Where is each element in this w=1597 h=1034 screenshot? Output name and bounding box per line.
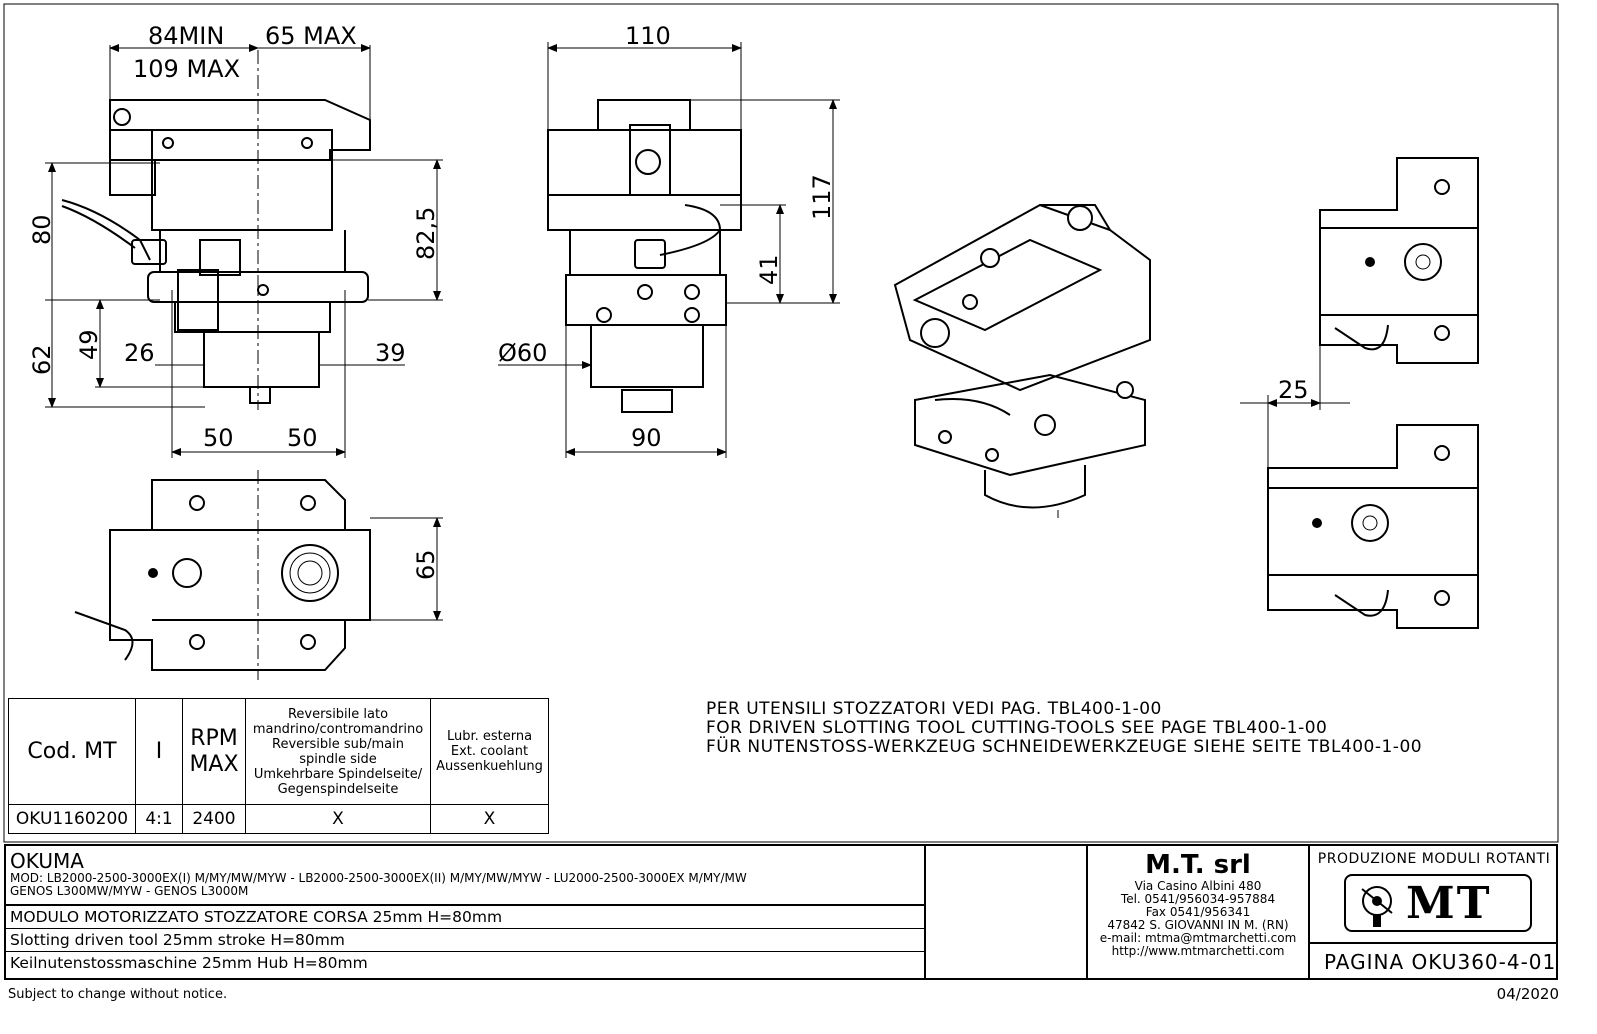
spec-table: Cod. MT I RPM MAX Reversibile lato mandr… (8, 698, 549, 834)
dim-39: 39 (375, 339, 406, 367)
dim-109max: 109 MAX (133, 55, 240, 83)
col-rpm-header: RPM MAX (182, 698, 246, 805)
disclaimer: Subject to change without notice. (8, 987, 228, 1002)
cell-code: OKU1160200 (8, 804, 136, 834)
dim-90: 90 (631, 424, 662, 452)
company-phone: Tel. 0541/956034-957884 (1120, 892, 1276, 906)
company-name: M.T. srl (1145, 850, 1251, 880)
reversible-line-6: Gegenspindelseite (277, 781, 399, 797)
page-number: PAGINA OKU360-4-01 (1324, 950, 1557, 974)
company-city: 47842 S. GIOVANNI IN M. (RN) (1107, 918, 1289, 932)
note-de: FÜR NUTENSTOSS-WERKZEUG SCHNEIDEWERKZEUG… (706, 737, 1423, 757)
dim-80: 80 (28, 214, 56, 245)
note-en: FOR DRIVEN SLOTTING TOOL CUTTING-TOOLS S… (706, 718, 1328, 738)
cell-reversible: X (245, 804, 431, 834)
dim-110: 110 (625, 22, 671, 50)
company-website: http://www.mtmarchetti.com (1111, 944, 1285, 958)
title-block-description: OKUMA MOD: LB2000-2500-3000EX(I) M/MY/MW… (6, 846, 926, 978)
company-email: e-mail: mtma@mtmarchetti.com (1099, 931, 1297, 945)
machine-brand: OKUMA (10, 849, 84, 873)
dim-49: 49 (75, 329, 103, 360)
detail-view-upper (1319, 157, 1479, 364)
cutting-tool-notes: PER UTENSILI STOZZATORI VEDI PAG. TBL400… (706, 700, 1422, 757)
detail-view-lower: 25 (1240, 345, 1479, 629)
cell-ratio: 4:1 (135, 804, 183, 834)
company-info: M.T. srl Via Casino Albini 480 Tel. 0541… (1088, 846, 1310, 978)
front-view: 110 117 41 Ø60 90 (498, 22, 840, 458)
coolant-line-2: Ext. coolant (450, 744, 529, 759)
dim-26: 26 (124, 339, 155, 367)
dim-50-right: 50 (287, 424, 318, 452)
top-view: 65 (74, 470, 443, 680)
description-en: Slotting driven tool 25mm stroke H=80mm (6, 929, 924, 952)
col-code-header: Cod. MT (8, 698, 136, 805)
dim-diameter-60: Ø60 (498, 339, 547, 367)
cell-rpm: 2400 (182, 804, 246, 834)
dim-65-top: 65 (412, 549, 440, 580)
reversible-line-5: Umkehrbare Spindelseite/ (253, 766, 423, 782)
isometric-view (893, 203, 1151, 518)
dim-25: 25 (1278, 376, 1309, 404)
dim-65max: 65 MAX (265, 22, 357, 50)
dim-41: 41 (755, 254, 783, 285)
product-line-panel: PRODUZIONE MODULI ROTANTI MT PAGINA OKU3… (1310, 846, 1558, 978)
table-row: OKU1160200 4:1 2400 X X (8, 804, 549, 834)
product-line-label: PRODUZIONE MODULI ROTANTI (1317, 851, 1551, 867)
cell-coolant: X (430, 804, 549, 834)
machine-models: MOD: LB2000-2500-3000EX(I) M/MY/MW/MYW -… (6, 872, 924, 906)
side-view: 84MIN 65 MAX 109 MAX 80 62 49 82,5 26 39… (28, 22, 443, 458)
dim-62: 62 (28, 344, 56, 375)
reversible-line-4: spindle side (299, 751, 377, 767)
models-line-1: MOD: LB2000-2500-3000EX(I) M/MY/MW/MYW -… (10, 871, 747, 885)
mt-logo: MT (1344, 874, 1532, 932)
reversible-line-3: Reversible sub/main (272, 736, 404, 752)
company-fax: Fax 0541/956341 (1145, 905, 1251, 919)
title-block-empty-cell (926, 846, 1088, 978)
reversible-line-2: mandrino/contromandrino (252, 721, 424, 737)
sheet-border (3, 3, 1559, 843)
title-block: OKUMA MOD: LB2000-2500-3000EX(I) M/MY/MW… (4, 844, 1558, 980)
revision-date: 04/2020 (1496, 985, 1559, 1003)
col-coolant-header: Lubr. esterna Ext. coolant Aussenkuehlun… (430, 698, 549, 805)
logo-lettering: MT (1406, 878, 1492, 929)
dim-117: 117 (808, 174, 836, 220)
description-it: MODULO MOTORIZZATO STOZZATORE CORSA 25mm… (6, 906, 924, 929)
description-de: Keilnutenstossmaschine 25mm Hub H=80mm (10, 954, 368, 972)
coolant-line-3: Aussenkuehlung (436, 759, 543, 774)
reversible-line-1: Reversibile lato (287, 706, 389, 722)
rotary-tool-icon (1361, 886, 1393, 927)
col-reversible-header: Reversibile lato mandrino/contromandrino… (245, 698, 431, 805)
note-it: PER UTENSILI STOZZATORI VEDI PAG. TBL400… (706, 699, 1162, 719)
dim-50-left: 50 (203, 424, 234, 452)
col-ratio-header: I (135, 698, 183, 805)
company-address: Via Casino Albini 480 (1134, 879, 1262, 893)
coolant-line-1: Lubr. esterna (446, 729, 533, 744)
dim-82-5: 82,5 (412, 207, 440, 260)
dim-84min: 84MIN (148, 22, 224, 50)
models-line-2: GENOS L300MW/MYW - GENOS L3000M (10, 884, 249, 898)
